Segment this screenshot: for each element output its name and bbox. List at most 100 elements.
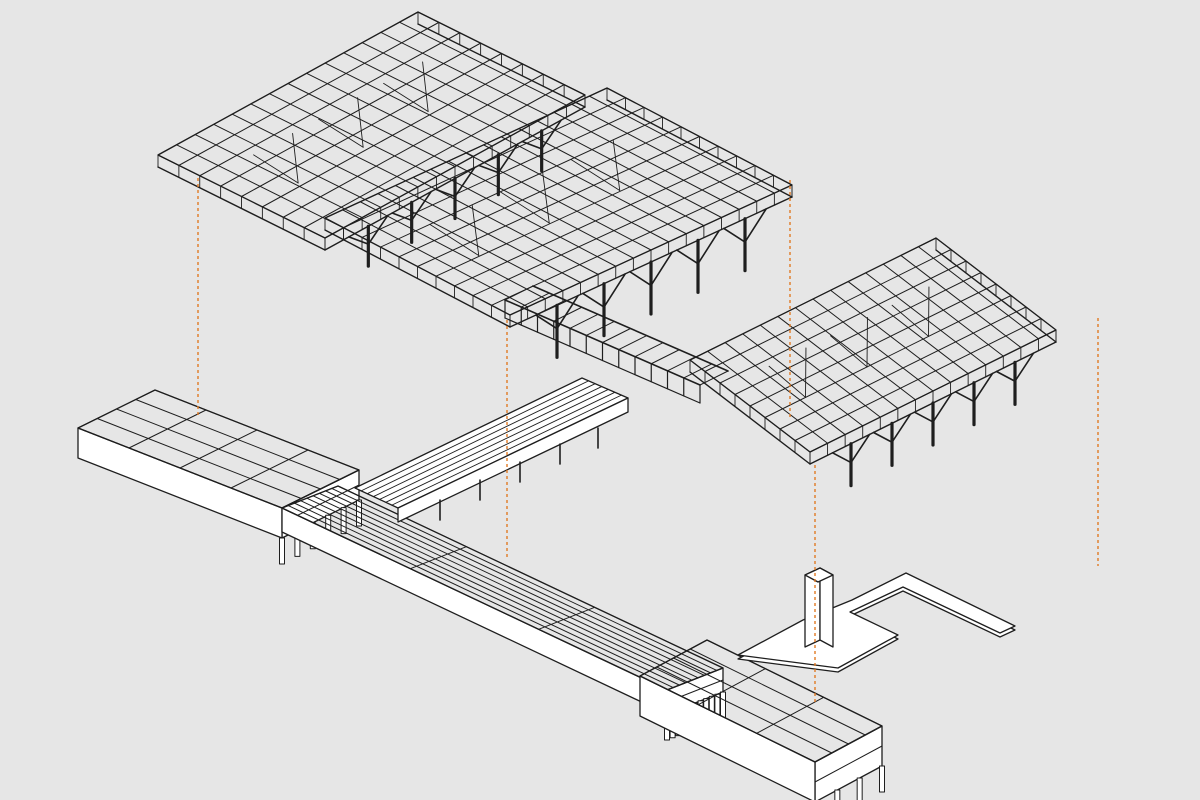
- roof-outline: [689, 237, 1057, 453]
- roof-grid-line: [734, 272, 982, 395]
- bridge-rung: [569, 313, 599, 329]
- chimney-tower: [804, 567, 834, 648]
- roof-grid-line: [343, 97, 626, 229]
- stepped-ramp: [354, 377, 629, 523]
- ramp-step: [360, 380, 590, 492]
- roof-grid-line: [435, 145, 719, 277]
- chimney-top: [804, 567, 834, 583]
- deck-outline: [281, 485, 724, 691]
- deck-frame-line: [689, 648, 866, 736]
- roof-v-brace: [478, 164, 500, 174]
- bridge-rung: [537, 299, 566, 315]
- roof-tree-brace: [253, 154, 299, 184]
- roof-tree-brace: [292, 132, 299, 184]
- roof-grid-line: [794, 318, 1042, 441]
- alignment-lines: [197, 178, 1099, 705]
- lower-level: [77, 377, 1016, 800]
- roof-outline: [157, 11, 586, 239]
- ramp-top: [354, 377, 629, 509]
- roof-v-brace: [723, 227, 746, 243]
- ramp-step: [379, 388, 609, 500]
- bridge-rung: [634, 342, 664, 358]
- bridge-rung: [683, 363, 713, 379]
- upper-roof-south: [324, 87, 793, 359]
- roof-tree-brace: [830, 335, 868, 368]
- deck-frame-line: [673, 657, 849, 745]
- deck-end-face: [281, 507, 668, 715]
- bridge-rung: [585, 320, 615, 336]
- roof-v-brace: [913, 411, 934, 423]
- roof-tree-brace: [768, 365, 806, 398]
- roof-tree-brace: [357, 97, 364, 148]
- connecting-bridge-upper: [504, 285, 729, 404]
- deck-frame-line: [756, 696, 825, 734]
- deck-frame-line: [656, 666, 833, 754]
- deck-leg: [856, 777, 863, 800]
- deck-frame-line: [312, 495, 699, 679]
- deck-frame-line: [230, 449, 309, 489]
- roof-v-brace: [348, 236, 370, 245]
- bridge-rung: [618, 335, 648, 351]
- roof-v-brace: [954, 391, 975, 403]
- deck-leg: [720, 691, 726, 719]
- roof-grid-line: [220, 42, 482, 187]
- roof-tree-brace: [471, 204, 480, 257]
- ramp-step: [372, 386, 603, 498]
- deck-frame-line: [697, 668, 766, 706]
- roof-grid-line: [261, 63, 523, 208]
- roof-v-brace: [391, 212, 413, 222]
- roof-tree-brace: [383, 82, 429, 112]
- bridge-rung: [504, 285, 534, 301]
- roof-grid-line: [361, 106, 645, 238]
- bridge-rung: [650, 349, 680, 365]
- roof-grid-line: [380, 116, 663, 248]
- deck-frame-line: [538, 606, 596, 630]
- bridge-chord: [532, 285, 729, 372]
- roof-outline: [324, 87, 793, 316]
- roof-grid-line: [764, 295, 1012, 418]
- roof-v-brace: [932, 393, 953, 423]
- ramp-step: [385, 391, 616, 503]
- roof-tree-brace: [570, 158, 621, 192]
- lower-deck-east: [639, 639, 885, 800]
- bridge-rung: [602, 328, 631, 343]
- ramp-step: [366, 383, 596, 495]
- deck-frame-line: [300, 500, 687, 684]
- roof-v-brace: [744, 208, 767, 243]
- deck-frame-line: [331, 487, 718, 671]
- deck-frame-line: [179, 429, 258, 469]
- roof-v-brace: [831, 452, 852, 464]
- deck-outline: [77, 389, 360, 509]
- roof-tree-brace: [499, 191, 550, 224]
- roof-grid-line: [417, 136, 700, 267]
- roof-grid-line: [472, 165, 756, 297]
- roof-v-brace: [891, 413, 912, 444]
- upper-roof-east: [689, 237, 1057, 488]
- roof-v-brace: [973, 372, 994, 403]
- deck-leg: [879, 765, 885, 793]
- roof-v-brace: [872, 431, 893, 444]
- deck-outline: [639, 639, 883, 763]
- roof-tree-brace: [612, 139, 621, 192]
- roof-v-brace: [995, 370, 1016, 383]
- roof-grid-line: [749, 283, 997, 407]
- deck-frame-line: [306, 497, 693, 681]
- roof-v-brace: [582, 292, 605, 308]
- deck-rail: [814, 745, 883, 783]
- bridge-chord: [504, 317, 701, 404]
- bridge-chord: [504, 299, 701, 386]
- deck-frame-line: [409, 546, 467, 570]
- roof-grid-line: [779, 306, 1027, 430]
- roof-tree-brace: [542, 171, 550, 224]
- roof-v-brace: [556, 294, 579, 330]
- roof-v-brace: [410, 190, 432, 222]
- lower-deck-long: [281, 485, 726, 741]
- roof-grid-line: [704, 249, 952, 372]
- roof-v-brace: [540, 119, 562, 150]
- roof-v-brace: [1014, 352, 1035, 383]
- roof-grid-line: [491, 174, 774, 306]
- roof-v-brace: [697, 229, 720, 265]
- roof-grid-line: [178, 21, 440, 166]
- roof-grid-line: [282, 73, 544, 218]
